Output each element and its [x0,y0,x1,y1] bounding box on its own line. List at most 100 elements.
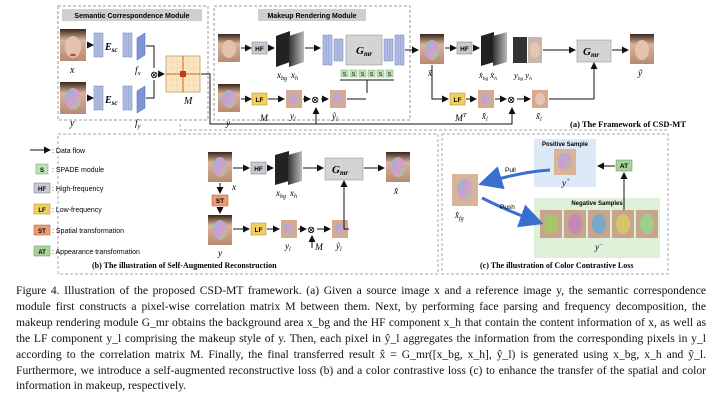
b-hf-label: HF [254,166,263,173]
c-positive-face [554,149,576,175]
c-yminus-sup: − [599,242,603,248]
xhat-h-sub: h [494,76,497,82]
c-push-label: Push [500,204,515,211]
fx-sub: x [137,70,141,77]
legend: : Data flow S : SPADE module HF : High-f… [30,146,140,257]
svg-text:Esc: Esc [104,42,118,54]
svg-text:MT: MT [454,112,467,124]
MT-label: M [454,114,464,124]
b-yl-label: y [284,241,289,251]
lf-block-a2 [449,92,466,106]
lf-block-a [251,92,268,106]
panel-c-title: (c) The illustration of Color Contrastiv… [480,261,633,270]
panel-b-frame [57,133,439,275]
legend-badge-1 [35,163,49,175]
yhat-l-label: ŷ [331,111,336,121]
xtilde-l-sub: l [540,117,542,123]
gmr-a-sub: mr [364,50,372,58]
svg-text:x̂fg: x̂fg [454,210,464,222]
feature-fx [136,32,146,61]
spade-2: S [352,72,356,78]
spade-6: S [388,72,392,78]
b-yl-sub: l [289,247,291,253]
spade-3: S [361,72,365,78]
xtilde-l-map [532,90,548,108]
b-yhat-l-sub: l [340,247,342,253]
b-face-x [208,152,232,182]
c-at-block [615,159,633,172]
ytilde-label: ỹ [637,69,643,79]
c-yminus-label: y [594,242,599,252]
xhat-bg-sub: bg [483,76,489,82]
svg-text:Gmr: Gmr [332,164,348,177]
legend-label-1: : SPADE module [52,167,104,174]
ybg-yh-maps [513,37,542,63]
gmr-a2-sub: mr [591,51,599,59]
b-xhat-label: x̂ [393,186,399,197]
svg-text:ŷl: ŷl [331,111,338,123]
c-at-label: AT [620,163,628,170]
legend-label-4: : Spatial transformation [52,228,124,235]
output-ytilde [630,34,654,64]
legend-label-0: : Data flow [52,148,86,155]
legend-badge-3 [33,203,51,215]
lf-block-a2-label: LF [454,97,462,104]
c-pull-arrow [478,166,551,190]
semantic-module-label: Semantic Correspondence Module [74,13,189,20]
c-pull-label: Pull [505,167,516,174]
legend-badge-2 [33,182,51,194]
c-yplus-label: y [561,178,566,188]
makeup-x-face [218,34,240,62]
xbg-label: x [276,70,281,80]
svg-text:Esc: Esc [104,95,118,107]
yh-label: y [524,70,529,80]
b-xbg-xh [275,151,302,185]
b-gmr-sub: mr [340,169,348,177]
M-flow-label: M [259,114,269,124]
correlation-matrix-M [165,55,201,93]
xhat-l-sub: l [486,117,488,123]
output-xhat-a [420,34,444,64]
svg-text:fx: fx [135,65,141,77]
hf-block-a-label: HF [255,46,264,53]
b-face-y [208,215,232,245]
xbg-sub: bg [281,76,287,82]
fy-sub: y [137,123,141,130]
hf-block-a2 [456,41,473,55]
xtilde-label: x̃ [427,68,433,79]
b-otimes: ⊗ [307,225,315,236]
c-xfg-sub: fg [459,215,464,222]
b-gmr-label: G [332,164,340,176]
svg-text:ŷl: ŷl [335,241,342,253]
encoder-esc-top: Esc [93,32,133,58]
gmr-network-a [322,34,405,66]
gmr-a-label: G [356,45,364,57]
b-lf-label: LF [255,227,263,234]
lf-block-a-label: LF [256,97,264,104]
svg-text:x̂l: x̂l [481,111,488,123]
b-M-label: M [314,243,324,253]
b-yhat-l-label: ŷ [335,241,340,251]
xh-sub: h [295,76,298,82]
xhat-l-map [478,90,494,108]
spade-blocks: S S S S S S [340,69,394,93]
b-xh-sub: h [294,194,297,200]
yhat-l-sub: l [336,117,338,123]
esc-bottom-sub: sc [111,99,118,107]
c-xfg-label: x̂ [454,210,459,220]
encoder-esc-bottom: Esc [93,85,133,111]
legend-badge-1-text: S [40,168,44,174]
panel-b-title: (b) The illustration of Self-Augmented R… [92,261,277,270]
c-negative-faces [540,210,658,238]
framework-figure: Semantic Correspondence Module Makeup Re… [30,5,686,275]
makeup-module-label: Makeup Rendering Module [267,13,356,20]
b-y-label: y [217,249,223,259]
panel-a: Semantic Correspondence Module Makeup Re… [57,5,686,130]
svg-text:x̂bgx̂h: x̂bgx̂h [478,70,497,82]
otimes-corr: ⊗ [150,70,158,81]
hf-block-a2-label: HF [460,46,469,53]
panel-a-title: (a) The Framework of CSD-MT [570,119,686,129]
svg-text:yl: yl [284,241,291,253]
